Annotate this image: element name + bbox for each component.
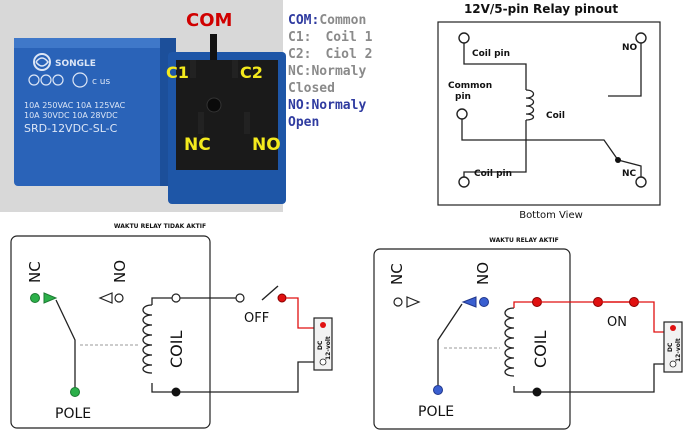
pinout-nc-label: NC (622, 169, 637, 179)
off-coil-symbol (142, 304, 153, 374)
on-pole-contact (433, 385, 443, 395)
c1-label: C1 (166, 63, 189, 82)
off-relay-box (10, 235, 211, 429)
pinout-title: 12V/5-pin Relay pinout (464, 2, 618, 16)
c2-label: C2 (240, 63, 263, 82)
c1-pin (190, 60, 196, 78)
off-no-label: NO (111, 260, 129, 283)
relay-photo: SONGLE c us 10A 250VAC 10A 125VAC 10A 30… (0, 0, 286, 212)
on-dc-label: DC (667, 342, 674, 352)
legend-line-nc: NC:Normaly (288, 64, 366, 79)
off-switch-blade (261, 285, 279, 301)
on-armature (437, 303, 463, 390)
common-pin (456, 108, 468, 120)
on-switch-left (593, 297, 603, 307)
on-coil-bottom-terminal (532, 387, 542, 397)
on-coil-top-terminal (532, 297, 542, 307)
off-nc-arrow (43, 292, 58, 304)
pinout-coil-label: Coil (546, 111, 565, 121)
nc-label: NC (184, 135, 211, 155)
off-coil-bottom-terminal (171, 387, 181, 397)
on-title: WAKTU RELAY AKTIF (489, 237, 558, 244)
on-no-label: NO (474, 262, 492, 285)
on-no-arrow (461, 296, 477, 308)
on-coil-label: COIL (531, 331, 550, 368)
pinout-no-label: NO (622, 43, 638, 53)
pinout-diagram: 12V/5-pin Relay pinout Coil pin Common p… (437, 2, 661, 221)
off-no-contact (114, 293, 124, 303)
com-label: COM (186, 10, 232, 31)
off-switch-right (277, 293, 287, 303)
pin-legend: COM:Common C1:Coil 1 C2:Ciol 2 NC:Normal… (288, 13, 373, 130)
on-volt-label: 12-volt (675, 338, 682, 362)
legend-line-c2: C2:Ciol 2 (288, 47, 372, 62)
pinout-common-pin-1: Common (448, 81, 492, 91)
legend-line-com: COM:Common (288, 13, 366, 28)
off-coil-top-terminal (171, 293, 181, 303)
legend-line-nc-2: Closed (288, 81, 335, 96)
off-title: WAKTU RELAY TIDAK AKTIF (114, 223, 206, 230)
legend-line-no-2: Open (288, 115, 319, 130)
com-pin (210, 34, 217, 60)
legend-line-no: NO:Normaly (288, 98, 366, 113)
relay-rating-1: 10A 250VAC 10A 125VAC (24, 101, 126, 110)
on-relay-box (373, 248, 571, 430)
on-switch-state: ON (607, 315, 627, 330)
off-coil-label: COIL (167, 331, 186, 368)
no-pin (635, 32, 647, 44)
off-armature (55, 299, 76, 392)
off-no-arrow (98, 292, 113, 304)
coil-pin-top (458, 32, 470, 44)
off-pole-label: POLE (55, 406, 91, 422)
on-nc-contact (393, 297, 403, 307)
sonogle-logo (33, 53, 51, 71)
on-switch-right (629, 297, 639, 307)
off-dc-source (313, 317, 333, 371)
off-nc-label: NC (26, 261, 44, 283)
off-switch-left (235, 293, 245, 303)
relay-front-face (14, 38, 172, 186)
nc-pin (635, 176, 647, 188)
on-coil-symbol (504, 307, 515, 377)
relay-model: SRD-12VDC-SL-C (24, 122, 118, 135)
off-nc-contact (30, 293, 40, 303)
on-dc-source (663, 321, 683, 373)
off-dc-label: DC (317, 340, 324, 350)
off-switch-state: OFF (244, 311, 269, 326)
on-no-contact (479, 297, 489, 307)
pinout-common-pin-2: pin (455, 92, 471, 102)
off-pole-contact (70, 387, 80, 397)
coil-pin-bottom (458, 176, 470, 188)
c2-pin (232, 60, 238, 78)
switch-pivot (615, 157, 621, 163)
relay-on-diagram: WAKTU RELAY AKTIF NC NO POLE COIL ON DC … (373, 237, 683, 430)
relay-brand: SONGLE (55, 59, 96, 69)
pinout-coil-pin-bottom: Coil pin (474, 169, 512, 179)
pinout-frame (437, 21, 661, 206)
certification-marks: c us (28, 72, 111, 88)
pinout-caption: Bottom View (519, 210, 583, 221)
on-nc-label: NC (388, 263, 406, 285)
pinout-coil-pin-top: Coil pin (472, 49, 510, 59)
on-nc-arrow (406, 296, 421, 308)
relay-rating-2: 10A 30VDC 10A 28VDC (24, 111, 118, 120)
coil-symbol (525, 89, 535, 121)
off-volt-label: 12-volt (325, 336, 332, 360)
on-pole-label: POLE (418, 404, 454, 420)
legend-line-c1: C1:Coil 1 (288, 30, 373, 45)
relay-off-diagram: WAKTU RELAY TIDAK AKTIF NC NO POLE COIL … (10, 223, 333, 429)
no-label: NO (252, 135, 281, 155)
svg-text:c us: c us (92, 77, 111, 87)
